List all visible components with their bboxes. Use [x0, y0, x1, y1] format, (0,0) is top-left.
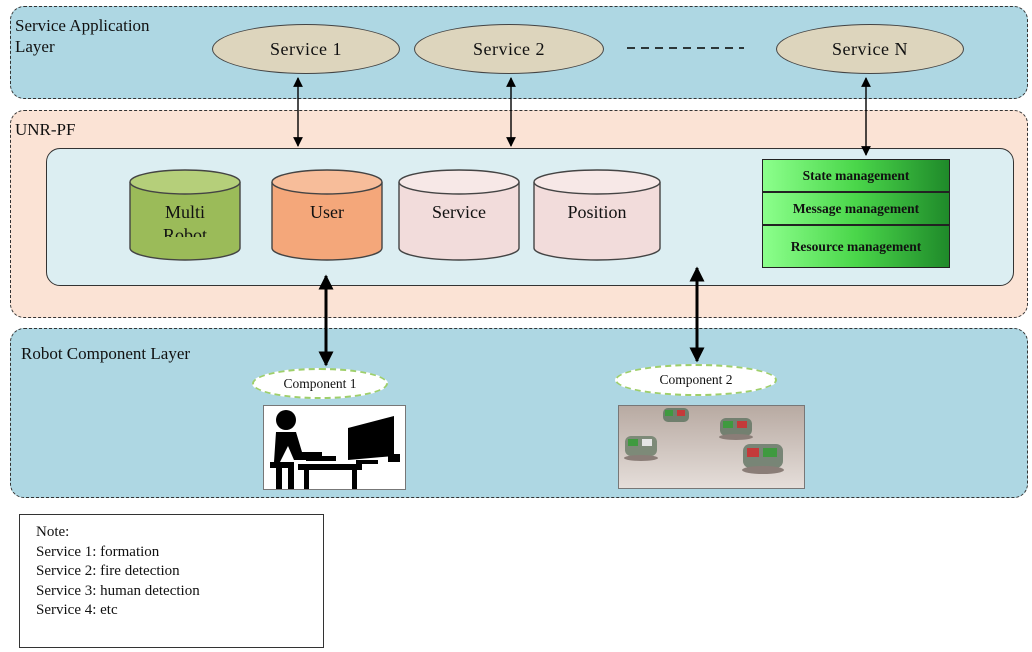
component-1-label[interactable]: Component 1 — [252, 368, 388, 399]
position-database[interactable]: Position — [533, 169, 661, 261]
service-n-ellipse[interactable]: Service N — [776, 24, 964, 74]
state-management-box[interactable]: State management — [762, 159, 950, 192]
position-cylinder-shape — [533, 169, 661, 261]
unr-pf-title: UNR-PF — [15, 120, 76, 139]
note-line: Service 2: fire detection — [36, 563, 180, 579]
note-line: Note: — [36, 524, 70, 540]
robot-2 — [624, 436, 658, 461]
note-box: Note: Service 1: formation Service 2: fi… — [19, 514, 324, 648]
user-database[interactable]: User — [271, 169, 383, 261]
user-cylinder-shape — [271, 169, 383, 261]
service-cylinder-shape — [398, 169, 520, 261]
position-label: Position — [567, 202, 627, 222]
multi-robot-cylinder-shape — [129, 169, 241, 261]
operator-workstation-image — [263, 405, 406, 490]
robot-4 — [742, 444, 784, 474]
message-management-box[interactable]: Message management — [762, 192, 950, 225]
service-1-ellipse[interactable]: Service 1 — [212, 24, 400, 74]
service-layer-title: Service Application Layer — [15, 16, 150, 56]
note-line: Service 3: human detection — [36, 582, 200, 599]
note-line: Service 1: formation — [36, 543, 160, 560]
service-2-ellipse[interactable]: Service 2 — [414, 24, 604, 74]
operator-at-computer-icon — [270, 410, 400, 489]
component-2-label[interactable]: Component 2 — [615, 364, 777, 396]
mobile-robots-photo — [618, 405, 805, 489]
robot-component-layer-title: Robot Component Layer — [21, 344, 191, 363]
user-label: User — [310, 202, 344, 222]
service-database[interactable]: Service — [398, 169, 520, 261]
note-line: Service 4: etc — [36, 602, 118, 618]
service-label: Service — [432, 202, 486, 222]
robot-3 — [719, 418, 753, 440]
resource-management-box[interactable]: Resource management — [762, 225, 950, 268]
robot-1 — [663, 408, 689, 422]
multi-robot-database[interactable]: Multi Robot — [129, 169, 241, 261]
multi-robot-label: Multi Robot — [162, 202, 207, 237]
robots-photo-illustration — [619, 406, 804, 488]
robot-component-layer: Robot Component Layer — [10, 328, 1028, 498]
